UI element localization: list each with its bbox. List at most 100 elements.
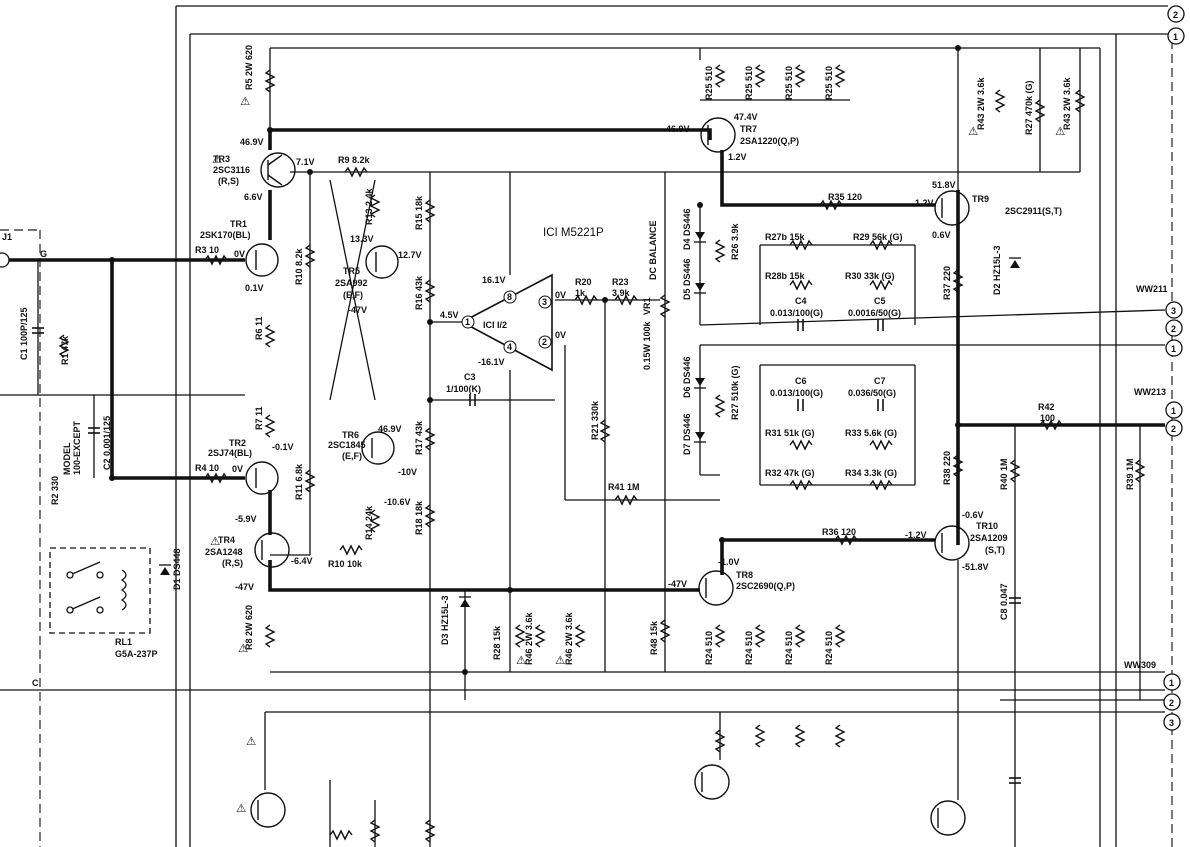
tr10-part: 2SA1209: [970, 533, 1008, 543]
c3-value: 1/100(K): [446, 384, 481, 394]
r25-label: R27 510k (G): [730, 365, 740, 420]
c1-label: C1 100P/125: [19, 307, 29, 360]
ic-title: ICI M5221P: [543, 227, 604, 239]
tr9-ref: TR9: [972, 194, 989, 204]
tr2-ref: TR2: [229, 438, 246, 448]
d1-label: D1 DS448: [172, 548, 182, 590]
r41-label: R41 1M: [608, 482, 640, 492]
r36-label: R36 120: [822, 527, 856, 537]
r14-label: R14 24k: [364, 505, 374, 540]
tr6-v2: -10V: [398, 467, 417, 477]
tr10-grade: (S,T): [985, 545, 1005, 555]
r33-label: R33 5.6k (G): [845, 428, 897, 438]
tr7-v1: 47.4V: [734, 112, 758, 122]
r48-label: R48 15k: [649, 620, 659, 655]
vertical-labels: R5 2W 620 R6 11 R7 11 R8 2W 620 R10 8.2k…: [19, 45, 1135, 665]
tr6-v1: 46.9V: [378, 424, 402, 434]
r19-ref: R20: [575, 277, 592, 287]
tr3-grade: (R,S): [218, 176, 239, 186]
r17-label: R17 43k: [414, 420, 424, 455]
tr5-v2: 12.7V: [398, 250, 422, 260]
ww309-pin-1: 1: [1169, 678, 1174, 688]
diode-symbols: [159, 232, 1021, 607]
warn-icon: ⚠: [238, 643, 249, 655]
signal-wiring: [0, 47, 1166, 847]
c6-ref: C6: [795, 376, 807, 386]
warn-icon: ⚠: [555, 655, 566, 667]
r37-label: R37 220: [942, 266, 952, 300]
tr3-v3: 6.6V: [244, 192, 263, 202]
r7-label: R7 11: [254, 406, 264, 430]
tr4-v1: -5.9V: [235, 514, 257, 524]
r21-ref: R23: [612, 277, 629, 287]
tr3-ref: TR3: [213, 154, 230, 164]
ic-v-in: 4.5V: [440, 310, 459, 320]
r43-label-2: R43 2W 3.6k: [1062, 76, 1072, 130]
tr7-part: 2SA1220(Q,P): [740, 136, 799, 146]
r27-label: R27b 15k: [765, 232, 806, 242]
r30-label: R30 33k (G): [845, 271, 895, 281]
r32-label: R32 47k (G): [765, 468, 815, 478]
ic-label: ICI I/2: [483, 320, 507, 330]
d3-label: D3 HZ15L-3: [440, 595, 450, 645]
relay-part: G5A-237P: [115, 649, 158, 659]
ic-pin-1: 1: [465, 317, 470, 327]
ww309-pin-3: 3: [1169, 718, 1174, 728]
r26-label-2: R24 510: [744, 631, 754, 665]
r46-label-2: R46 2W 3.6k: [564, 611, 574, 665]
r10-label: R10 8.2k: [294, 247, 304, 285]
r42-ref: R42: [1038, 402, 1055, 412]
ww309-pin-2: 2: [1169, 698, 1174, 708]
d7-label: D7 DS446: [682, 413, 692, 455]
r40-label: R40 1M: [999, 458, 1009, 490]
r18-label: R18 18k: [414, 500, 424, 535]
r28-label: R28b 15k: [765, 271, 806, 281]
r31-label: R31 51k (G): [765, 428, 815, 438]
labels: ICI M5221P ICI I/2 8 1 3 4 2 16.1V 4.5V …: [2, 10, 1178, 815]
ic-pin-3: 3: [542, 297, 547, 307]
d4-label: D4 DS446: [682, 208, 692, 250]
tr5-v3: -47V: [348, 305, 367, 315]
tr4-v2: -6.4V: [291, 556, 313, 566]
ic-v-minus: -16.1V: [478, 357, 505, 367]
g-label: G: [40, 249, 47, 259]
tr6-ref: TR6: [342, 430, 359, 440]
r24-label: R26 3.9k: [730, 222, 740, 260]
d5-label: D5 DS446: [682, 258, 692, 300]
tr5-grade: (E,F): [343, 290, 363, 300]
tr4-v3: -47V: [235, 582, 254, 592]
r9-label: R9 8.2k: [338, 155, 371, 165]
transistor-symbols: [245, 117, 970, 836]
r19-value: 1k: [575, 288, 586, 298]
r34-label: R34 3.3k (G): [845, 468, 897, 478]
tr2-v1: 0V: [232, 464, 243, 474]
ic-v-plus: 16.1V: [482, 275, 506, 285]
warn-icon: ⚠: [1055, 126, 1066, 138]
power-rails: [0, 128, 1165, 592]
c3-ref: C3: [464, 372, 476, 382]
tr8-ref: TR8: [736, 570, 753, 580]
tr6-part: 2SC1845: [328, 440, 366, 450]
r23-label-2: R25 510: [744, 66, 754, 100]
tr9-v2: 1.2V: [915, 198, 934, 208]
tr8-part: 2SC2690(Q,P): [736, 581, 795, 591]
r11-label: R11 6.8k: [294, 463, 304, 500]
r28b-label: R28 R2915k: [492, 625, 502, 660]
r1-label: R1 47k: [60, 335, 70, 365]
junctions: [109, 45, 961, 675]
c5-ref: C5: [874, 296, 886, 306]
warn-icon: ⚠: [246, 736, 257, 748]
warn-icon: ⚠: [516, 655, 527, 667]
tr9-part: 2SC2911(S,T): [1005, 206, 1062, 216]
r3-label: R3 10: [195, 245, 219, 255]
ww213-pin-1: 1: [1171, 406, 1176, 416]
c6-value: 0.013/100(G): [770, 388, 823, 398]
r42-value: 100: [1040, 413, 1055, 423]
capacitor-symbols: [32, 260, 1021, 784]
r8-label: R8 2W 620: [244, 605, 254, 650]
tr1-v2: 0.1V: [245, 283, 264, 293]
c8-label: C8 0.047: [999, 583, 1009, 620]
tr5-v1: 13.3V: [350, 234, 374, 244]
tr4-grade: (R,S): [222, 558, 243, 568]
